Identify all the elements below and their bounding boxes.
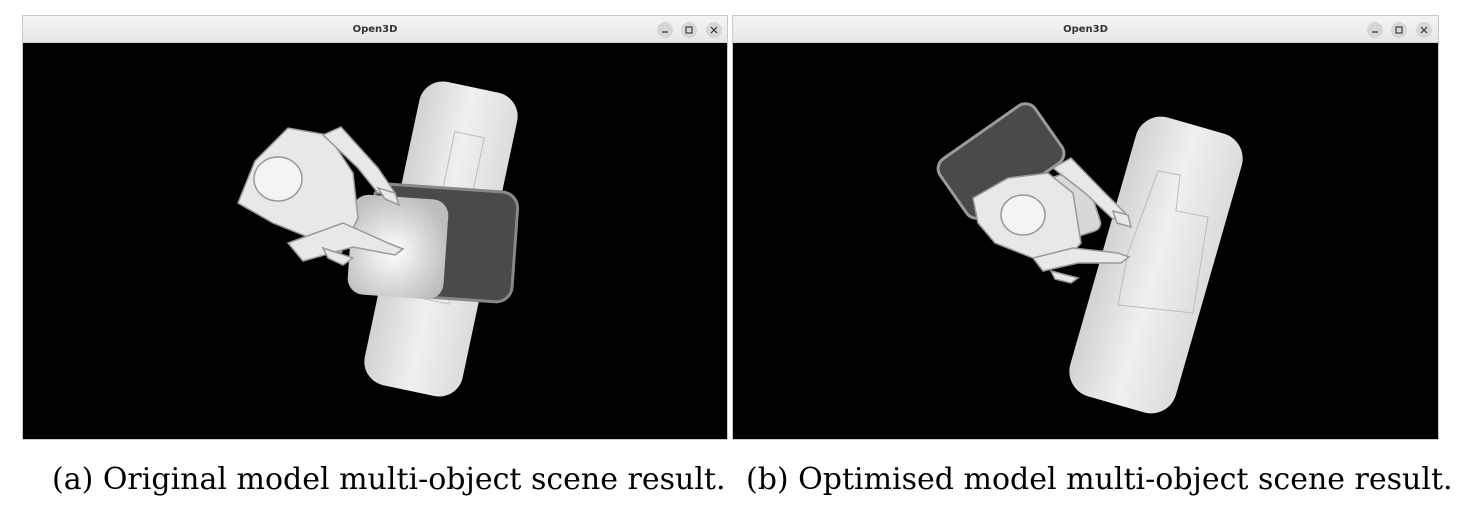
close-button[interactable] [1416,22,1432,38]
caption-optimised: (b) Optimised model multi-object scene r… [746,462,1453,497]
minimize-button[interactable] [657,22,673,38]
3d-viewport[interactable] [23,43,727,439]
maximize-button[interactable] [681,22,697,38]
close-button[interactable] [706,22,722,38]
minimize-button[interactable] [1367,22,1383,38]
minimize-icon [1372,31,1378,33]
maximize-button[interactable] [1391,22,1407,38]
maximize-icon [685,26,693,34]
open3d-window-optimised: Open3D [732,15,1439,440]
3d-viewport[interactable] [733,43,1438,439]
scene-render [936,102,1243,414]
title-bar[interactable]: Open3D [23,16,727,43]
scene-render [237,81,520,397]
title-bar[interactable]: Open3D [733,16,1438,43]
close-icon [710,26,718,34]
caption-original: (a) Original model multi-object scene re… [52,462,726,497]
open3d-window-original: Open3D [22,15,728,440]
window-title: Open3D [352,24,398,35]
window-title: Open3D [1063,24,1108,35]
maximize-icon [1395,26,1403,34]
human-mesh [237,126,405,266]
human-mesh [972,157,1133,284]
table-mesh [1069,116,1243,414]
minimize-icon [662,31,668,33]
close-icon [1420,26,1428,34]
